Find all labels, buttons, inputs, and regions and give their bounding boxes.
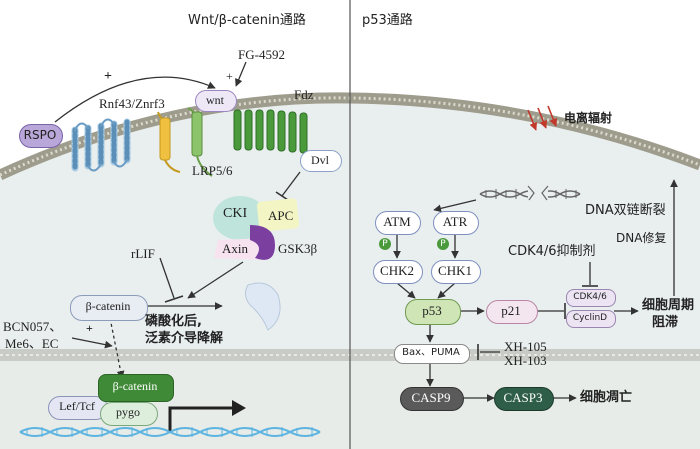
plus-sign-rspo: + bbox=[104, 69, 112, 84]
cdk46-inhibitor-label: CDK4/6抑制剂 bbox=[508, 244, 596, 259]
rlif-label: rLIF bbox=[131, 246, 155, 261]
radiation-arrows bbox=[527, 105, 558, 131]
p53-label: p53 bbox=[422, 303, 442, 318]
chk1-node bbox=[431, 260, 481, 284]
rspo-label: RSPO bbox=[23, 128, 57, 142]
cdk46-label: CDK4/6 bbox=[573, 292, 607, 302]
cell-cycle-arrest-label-2: 阻滞 bbox=[652, 315, 679, 330]
chk1-label: CHK1 bbox=[438, 263, 472, 278]
activators-label-1: BCN057、 bbox=[3, 319, 63, 334]
rnf43-label: Rnf43/Znrf3 bbox=[99, 96, 165, 111]
activators-label-2: Me6、EC bbox=[5, 336, 59, 351]
rnf43-receptor bbox=[157, 111, 181, 173]
p53-panel-title: p53通路 bbox=[362, 13, 413, 28]
nuclear-beta-catenin-label: β-catenin bbox=[112, 379, 158, 393]
atm-phospho-badge bbox=[379, 238, 391, 250]
beta-catenin-label: β-catenin bbox=[85, 299, 131, 313]
degraded-fragment bbox=[244, 282, 281, 331]
casp3-node bbox=[494, 387, 554, 411]
gsk3b-label: GSK3β bbox=[278, 241, 318, 256]
casp9-node bbox=[400, 387, 464, 411]
atr-phospho-badge bbox=[437, 238, 449, 250]
dvl-node bbox=[300, 150, 342, 172]
frizzled-receptor bbox=[233, 109, 319, 167]
cyclind-node bbox=[566, 310, 616, 328]
casp9-label: CASP9 bbox=[411, 390, 451, 405]
bax-puma-node bbox=[394, 344, 470, 364]
nuclear-beta-catenin bbox=[98, 374, 174, 402]
dvl-label: Dvl bbox=[311, 153, 329, 167]
p53-node bbox=[405, 299, 461, 325]
phosphorylation-note-2: 泛素介导降解 bbox=[145, 331, 224, 346]
wnt-label: wnt bbox=[206, 93, 224, 107]
dna-dsb-label: DNA双链断裂 bbox=[585, 203, 666, 218]
bax-puma-label: Bax、PUMA bbox=[402, 347, 460, 358]
atm-label: ATM bbox=[383, 214, 411, 229]
atr-label: ATR bbox=[442, 214, 468, 229]
lef-tcf-node bbox=[48, 396, 108, 420]
atm-phospho-label: P bbox=[382, 239, 388, 249]
casp3-label: CASP3 bbox=[503, 390, 543, 405]
atm-node bbox=[375, 211, 421, 235]
p21-node bbox=[486, 300, 538, 324]
rspo-receptor-coils bbox=[71, 118, 131, 172]
apc-label: APC bbox=[268, 208, 294, 223]
rspo-ligand bbox=[19, 124, 63, 148]
xh105-label: XH-105 bbox=[504, 339, 547, 354]
pygo-label: pygo bbox=[116, 405, 140, 419]
destruction-complex bbox=[213, 196, 300, 260]
cki-label: CKI bbox=[223, 206, 248, 221]
ionizing-radiation-label: 电离辐射 bbox=[564, 111, 613, 125]
dna-helix-nucleus bbox=[19, 427, 321, 437]
phosphorylation-note-1: 磷酸化后, bbox=[145, 314, 202, 329]
wnt-panel-title: Wnt/β-catenin通路 bbox=[188, 13, 306, 28]
xh103-label: XH-103 bbox=[504, 353, 547, 368]
pygo-node bbox=[100, 402, 158, 426]
cdk46-node bbox=[566, 289, 616, 307]
p21-label: p21 bbox=[501, 303, 521, 318]
lrp56-receptor bbox=[187, 107, 213, 177]
rspo-wnt-arc bbox=[54, 76, 216, 123]
plus-sign-activators: + bbox=[86, 321, 93, 335]
dna-repair-label: DNA修复 bbox=[616, 231, 667, 245]
atr-phospho-label: P bbox=[440, 239, 446, 249]
chk2-node bbox=[373, 260, 423, 284]
apoptosis-label: 细胞凋亡 bbox=[580, 390, 633, 405]
fg4592-label: FG-4592 bbox=[238, 47, 285, 62]
cytoplasmic-beta-catenin bbox=[70, 295, 148, 321]
cyclind-label: CyclinD bbox=[572, 313, 608, 323]
lef-tcf-label: Lef/Tcf bbox=[59, 399, 95, 413]
plus-sign-fg4592: + bbox=[226, 69, 233, 83]
chk2-label: CHK2 bbox=[380, 263, 414, 278]
lrp56-label: LRP5/6 bbox=[192, 163, 233, 178]
wnt-ligand bbox=[195, 90, 237, 112]
fdz-label: Fdz bbox=[294, 87, 314, 102]
atr-node bbox=[433, 211, 479, 235]
transcription-arrow bbox=[168, 406, 236, 432]
axin-label: Axin bbox=[222, 241, 248, 256]
cell-cycle-arrest-label-1: 细胞周期 bbox=[642, 298, 695, 313]
